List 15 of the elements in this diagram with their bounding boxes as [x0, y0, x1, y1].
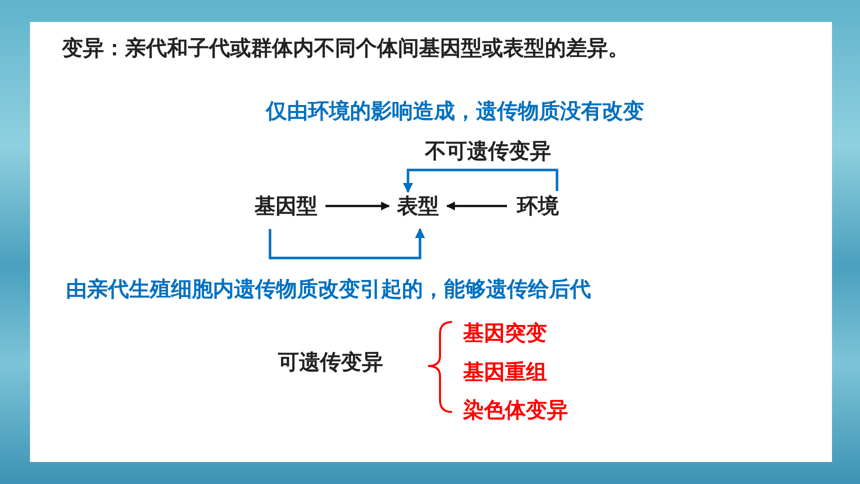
arrow [403, 168, 558, 193]
arrow [268, 228, 425, 260]
note-text: 由亲代生殖细胞内遗传物质改变引起的，能够遗传给后代 [66, 276, 591, 302]
arrow [326, 202, 390, 210]
term-text: 基因型 [254, 193, 318, 219]
list-item-text: 染色体变异 [463, 397, 568, 423]
title-text: 变异：亲代和子代或群体内不同个体间基因型或表型的差异。 [62, 35, 629, 61]
category-text: 可遗传变异 [278, 349, 383, 375]
term-text: 环境 [517, 193, 559, 219]
list-item-text: 基因重组 [463, 359, 547, 385]
note-text: 仅由环境的影响造成，遗传物质没有改变 [266, 98, 644, 124]
arrow [446, 202, 507, 210]
term-text: 表型 [397, 193, 439, 219]
edge-label: 不可遗传变异 [425, 138, 551, 164]
list-item-text: 基因突变 [463, 320, 547, 346]
